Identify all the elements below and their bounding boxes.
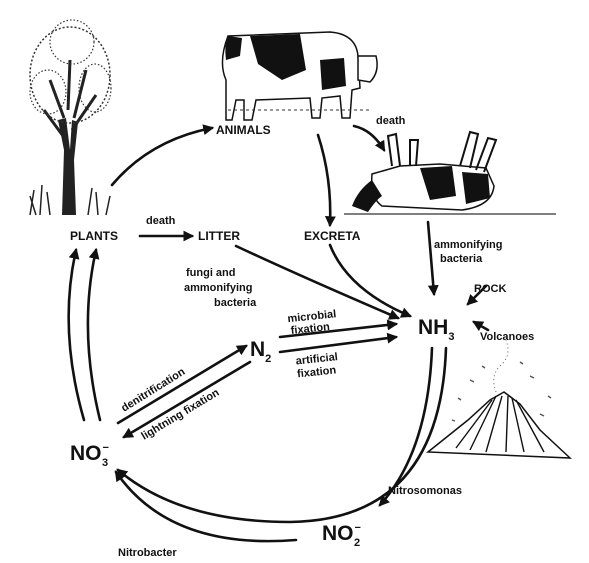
no2-label: NO−2: [322, 522, 361, 549]
tree-illustration: [30, 20, 111, 215]
excreta-label: EXCRETA: [304, 229, 361, 243]
ammonifying-bacteria-label: ammonifying bacteria: [434, 239, 506, 265]
arrow-plants-to-animals: [112, 128, 212, 185]
arrow-animals-to-excreta: [318, 135, 330, 225]
animals-label: ANIMALS: [216, 123, 271, 137]
rock-label: ROCK: [474, 283, 506, 295]
arrow-death-to-nh3: [428, 222, 434, 294]
death-top-label: death: [376, 115, 406, 127]
dead-cow-illustration: [344, 132, 556, 214]
n2-label: N2: [250, 338, 271, 365]
nh3-label: NH3: [418, 316, 454, 343]
death-left-label: death: [146, 215, 176, 227]
no3-label: NO−3: [70, 442, 109, 469]
artificial-fixation-label: artificial fixation: [295, 351, 343, 381]
arrow-litter-to-nh3: [236, 246, 398, 318]
arrow-nh3-to-no2: [380, 348, 432, 505]
arrow-no3-to-plants-1: [69, 250, 84, 420]
cow-standing-illustration: [222, 32, 377, 120]
microbial-fixation-label: microbial fixation: [287, 308, 341, 337]
volcano-illustration: [428, 340, 570, 458]
arrow-animals-to-death: [354, 126, 384, 150]
volcanoes-label: Volcanoes: [480, 331, 534, 343]
arrow-no2-to-no3: [116, 472, 296, 541]
nitrobacter-label: Nitrobacter: [118, 547, 177, 559]
plants-label: PLANTS: [70, 229, 118, 243]
litter-label: LITTER: [198, 229, 240, 243]
nitrosomonas-label: Nitrosomonas: [388, 485, 462, 497]
fungi-label: fungi and ammonifying bacteria: [184, 267, 257, 309]
arrow-no3-to-plants-2: [88, 250, 100, 420]
arrow-n2-to-nh3-artificial: [280, 337, 396, 352]
denitrification-label: denitrification: [119, 366, 187, 415]
arrow-volcanoes-to-nh3: [474, 322, 488, 330]
